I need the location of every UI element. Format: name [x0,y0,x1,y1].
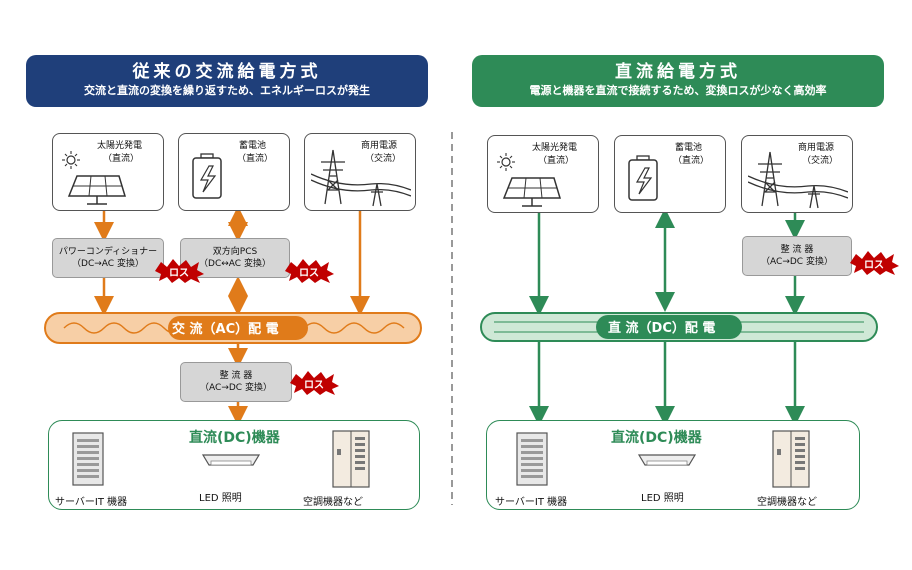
right-source-grid: 商用電源 （交流） [741,135,853,213]
loss-badge-bidir: ロス [283,258,335,284]
left-source-battery: 蓄電池 （直流） [178,133,290,211]
server-icon [72,432,104,486]
right-title: 直流給電方式 [615,62,741,82]
right-header: 直流給電方式 電源と機器を直流で接続するため、変換ロスが少なく高効率 [472,55,884,107]
air-conditioner-icon [772,430,810,488]
left-solar-name: 太陽光発電 [97,141,143,151]
right-rectifier-detail: （AC→DC 変換） [761,257,833,267]
ac-bus-label: 交 流（AC）配 電 [172,322,279,337]
right-device-server: サーバーIT 機器 [495,497,568,508]
right-source-solar: 太陽光発電 （直流） [487,135,599,213]
right-dc-devices: 直流(DC)機器 サーバーIT 機器 LED 照明 空調機器など [486,420,860,510]
right-rectifier-name: 整 流 器 [780,245,814,255]
battery-icon [628,155,658,201]
power-tower-icon [748,151,848,209]
solar-panel-icon [62,151,127,205]
right-solar-name: 太陽光発電 [532,143,578,153]
left-devices-title: 直流(DC)機器 [189,430,280,446]
right-battery-type: （直流） [673,156,710,166]
dc-bus [480,312,878,342]
left-subtitle: 交流と直流の変換を繰り返すため、エネルギーロスが発生 [84,84,370,97]
left-rectifier-detail: （AC→DC 変換） [200,383,272,393]
loss-badge-rectifier-left: ロス [288,370,340,396]
right-grid-name: 商用電源 [798,143,835,153]
left-source-solar: 太陽光発電 （直流） [52,133,164,211]
loss-label: ロス [304,380,324,391]
left-source-grid: 商用電源 （交流） [304,133,416,211]
dc-bus-label: 直 流（DC）配 電 [608,321,716,336]
left-grid-name: 商用電源 [361,141,398,151]
right-device-led: LED 照明 [641,493,684,504]
led-light-icon [201,454,261,466]
left-title: 従来の交流給電方式 [132,62,322,82]
led-light-icon [637,454,697,466]
loss-label: ロス [299,268,319,279]
right-subtitle: 電源と機器を直流で接続するため、変換ロスが少なく高効率 [529,84,827,97]
loss-label: ロス [864,260,884,271]
left-pcs-box: パワーコンディショナー （DC→AC 変換） [52,238,164,278]
left-rectifier-name: 整 流 器 [219,371,253,381]
right-rectifier-box: 整 流 器 （AC→DC 変換） [742,236,852,276]
ac-bus [44,312,422,344]
left-battery-type: （直流） [237,154,274,164]
left-dc-devices: 直流(DC)機器 サーバーIT 機器 LED 照明 空調機器など [48,420,420,510]
loss-label: ロス [169,268,189,279]
server-icon [516,432,548,486]
battery-icon [192,153,222,199]
left-header: 従来の交流給電方式 交流と直流の変換を繰り返すため、エネルギーロスが発生 [26,55,428,107]
left-battery-name: 蓄電池 [239,141,267,151]
left-grid-type: （交流） [365,154,402,164]
loss-badge-rectifier-right: ロス [848,250,900,276]
right-source-battery: 蓄電池 （直流） [614,135,726,213]
left-device-ac: 空調機器など [303,497,363,508]
left-device-led: LED 照明 [199,493,242,504]
left-rectifier-box: 整 流 器 （AC→DC 変換） [180,362,292,402]
left-device-server: サーバーIT 機器 [55,497,128,508]
right-solar-type: （直流） [538,156,575,166]
left-bidir-detail: （DC↔AC 変換） [199,259,271,269]
loss-badge-pcs: ロス [153,258,205,284]
right-devices-title: 直流(DC)機器 [611,430,702,446]
right-battery-name: 蓄電池 [675,143,703,153]
right-device-ac: 空調機器など [757,497,817,508]
right-grid-type: （交流） [802,156,839,166]
air-conditioner-icon [332,430,370,488]
power-tower-icon [311,149,411,207]
left-pcs-name: パワーコンディショナー [58,247,158,257]
left-solar-type: （直流） [103,154,140,164]
left-pcs-detail: （DC→AC 変換） [72,259,144,269]
solar-panel-icon [497,153,562,207]
left-bidir-name: 双方向PCS [212,247,258,257]
